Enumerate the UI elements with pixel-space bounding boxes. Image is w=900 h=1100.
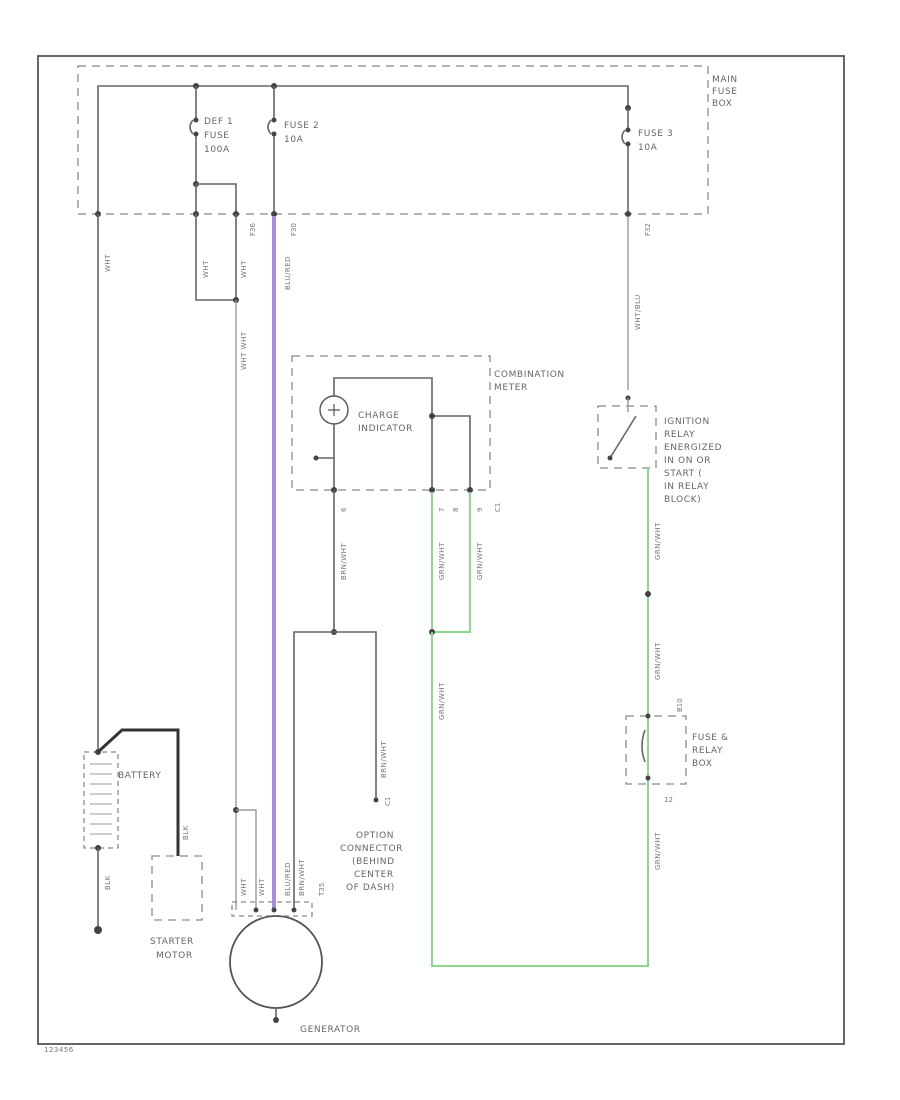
- fuse-3: FUSE 3 10A: [621, 108, 677, 214]
- option-connector-pin: [373, 797, 379, 803]
- battery-pos-label: BLK: [182, 825, 190, 840]
- battery: [83, 749, 119, 851]
- svg-text:FUSE 3 10A: FUSE 3 10A: [638, 129, 677, 153]
- svg-text:C1: C1: [494, 503, 502, 512]
- svg-text:DEF 1 FUSE 100A: DEF 1 FUSE 100A: [204, 117, 237, 155]
- green-main-run: [431, 500, 649, 967]
- generator: [229, 901, 323, 1023]
- diagram-frame: [37, 55, 845, 1045]
- bus-bar: [97, 85, 629, 214]
- fuse1-output-loop: [195, 214, 237, 301]
- relay-junction: [645, 591, 651, 597]
- combination-meter-label: COMBINATION METER: [494, 370, 568, 393]
- ignition-relay-switch: [607, 395, 649, 500]
- figure-id: 123456: [44, 1046, 74, 1054]
- fuse1-right-label: WHT: [240, 260, 248, 278]
- starter-motor-label: STARTER MOTOR: [150, 937, 197, 961]
- meter-mid-a-label: GRN/WHT: [438, 542, 446, 580]
- generator-label: GENERATOR: [300, 1025, 361, 1035]
- battery-positive-cable: [96, 728, 180, 856]
- wht-wht-label: WHT WHT: [240, 331, 248, 370]
- svg-text:FUSE 2 10A: FUSE 2 10A: [284, 121, 323, 145]
- gen-brn-label: BRN/WHT: [298, 859, 306, 896]
- relay-box-bot-pin: 12: [664, 796, 673, 804]
- option-wire-label: BRN/WHT: [380, 741, 388, 778]
- brn-to-option: [334, 631, 377, 800]
- brn-to-generator: [293, 631, 334, 912]
- gen-blu-label: BLU/RED: [284, 862, 292, 896]
- fuse-relay-box-fuse: [641, 713, 651, 781]
- fuse-box-pins: F36 F30 F32: [95, 211, 652, 236]
- relay-box-top-pin: B10: [676, 698, 684, 712]
- battery-neg-label: BLK: [104, 875, 112, 890]
- ignition-relay-outline: [597, 405, 657, 469]
- option-connector-label: OPTION CONNECTOR (BEHIND CENTER OF DASH): [340, 831, 407, 893]
- meter-pins: 6 7 8 9 C1: [331, 487, 502, 512]
- charge-indicator: CHARGE INDICATOR: [313, 377, 433, 490]
- svg-text:8: 8: [452, 508, 460, 512]
- wht-branch: [236, 809, 257, 910]
- svg-text:F36: F36: [249, 223, 257, 236]
- meter-mid-b-label: GRN/WHT: [476, 542, 484, 580]
- battery-label: BATTERY: [118, 771, 162, 781]
- combination-meter-outline: [291, 355, 491, 491]
- svg-text:CHARGE INDICATOR: CHARGE INDICATOR: [358, 411, 413, 434]
- svg-text:9: 9: [476, 508, 484, 512]
- fuse2-out-label: BLU/RED: [284, 256, 292, 290]
- fuse-1: DEF 1 FUSE 100A: [189, 86, 237, 214]
- battery-feed-label: WHT: [104, 254, 112, 272]
- main-fuse-box-label: MAIN FUSE BOX: [712, 75, 741, 109]
- svg-text:F32: F32: [644, 223, 652, 236]
- fuse-relay-box-label: FUSE & RELAY BOX: [692, 733, 732, 769]
- svg-text:6: 6: [340, 507, 348, 512]
- relay-to-box-label: GRN/WHT: [654, 642, 662, 680]
- box-out-label: GRN/WHT: [654, 832, 662, 870]
- fuse-relay-box-outline: [625, 715, 687, 785]
- meter-down-label: BRN/WHT: [340, 543, 348, 580]
- option-pin-label: C1: [384, 797, 392, 806]
- ignition-relay-label: IGNITION RELAY ENERGIZED IN ON OR START …: [664, 417, 726, 505]
- battery-ground-dot: [94, 926, 102, 934]
- fuse3-out-label: WHT/BLU: [634, 294, 642, 330]
- gen-pin-label: T35: [318, 883, 326, 897]
- gen-wht-a-label: WHT: [240, 878, 248, 896]
- green-wire-a: [431, 492, 471, 633]
- main-fuse-box-outline: [77, 65, 709, 215]
- gen-wht-b-label: WHT: [258, 878, 266, 896]
- meter-internal-node: [429, 413, 435, 419]
- svg-text:7: 7: [438, 508, 446, 512]
- starter-motor-outline: [151, 855, 203, 921]
- green-run-label: GRN/WHT: [438, 682, 446, 720]
- meter-internal-loop: [432, 415, 471, 490]
- svg-text:F30: F30: [290, 223, 298, 236]
- fuse1-left-label: WHT: [202, 260, 210, 278]
- relay-out-label: GRN/WHT: [654, 522, 662, 560]
- fuse-2: FUSE 2 10A: [267, 86, 323, 214]
